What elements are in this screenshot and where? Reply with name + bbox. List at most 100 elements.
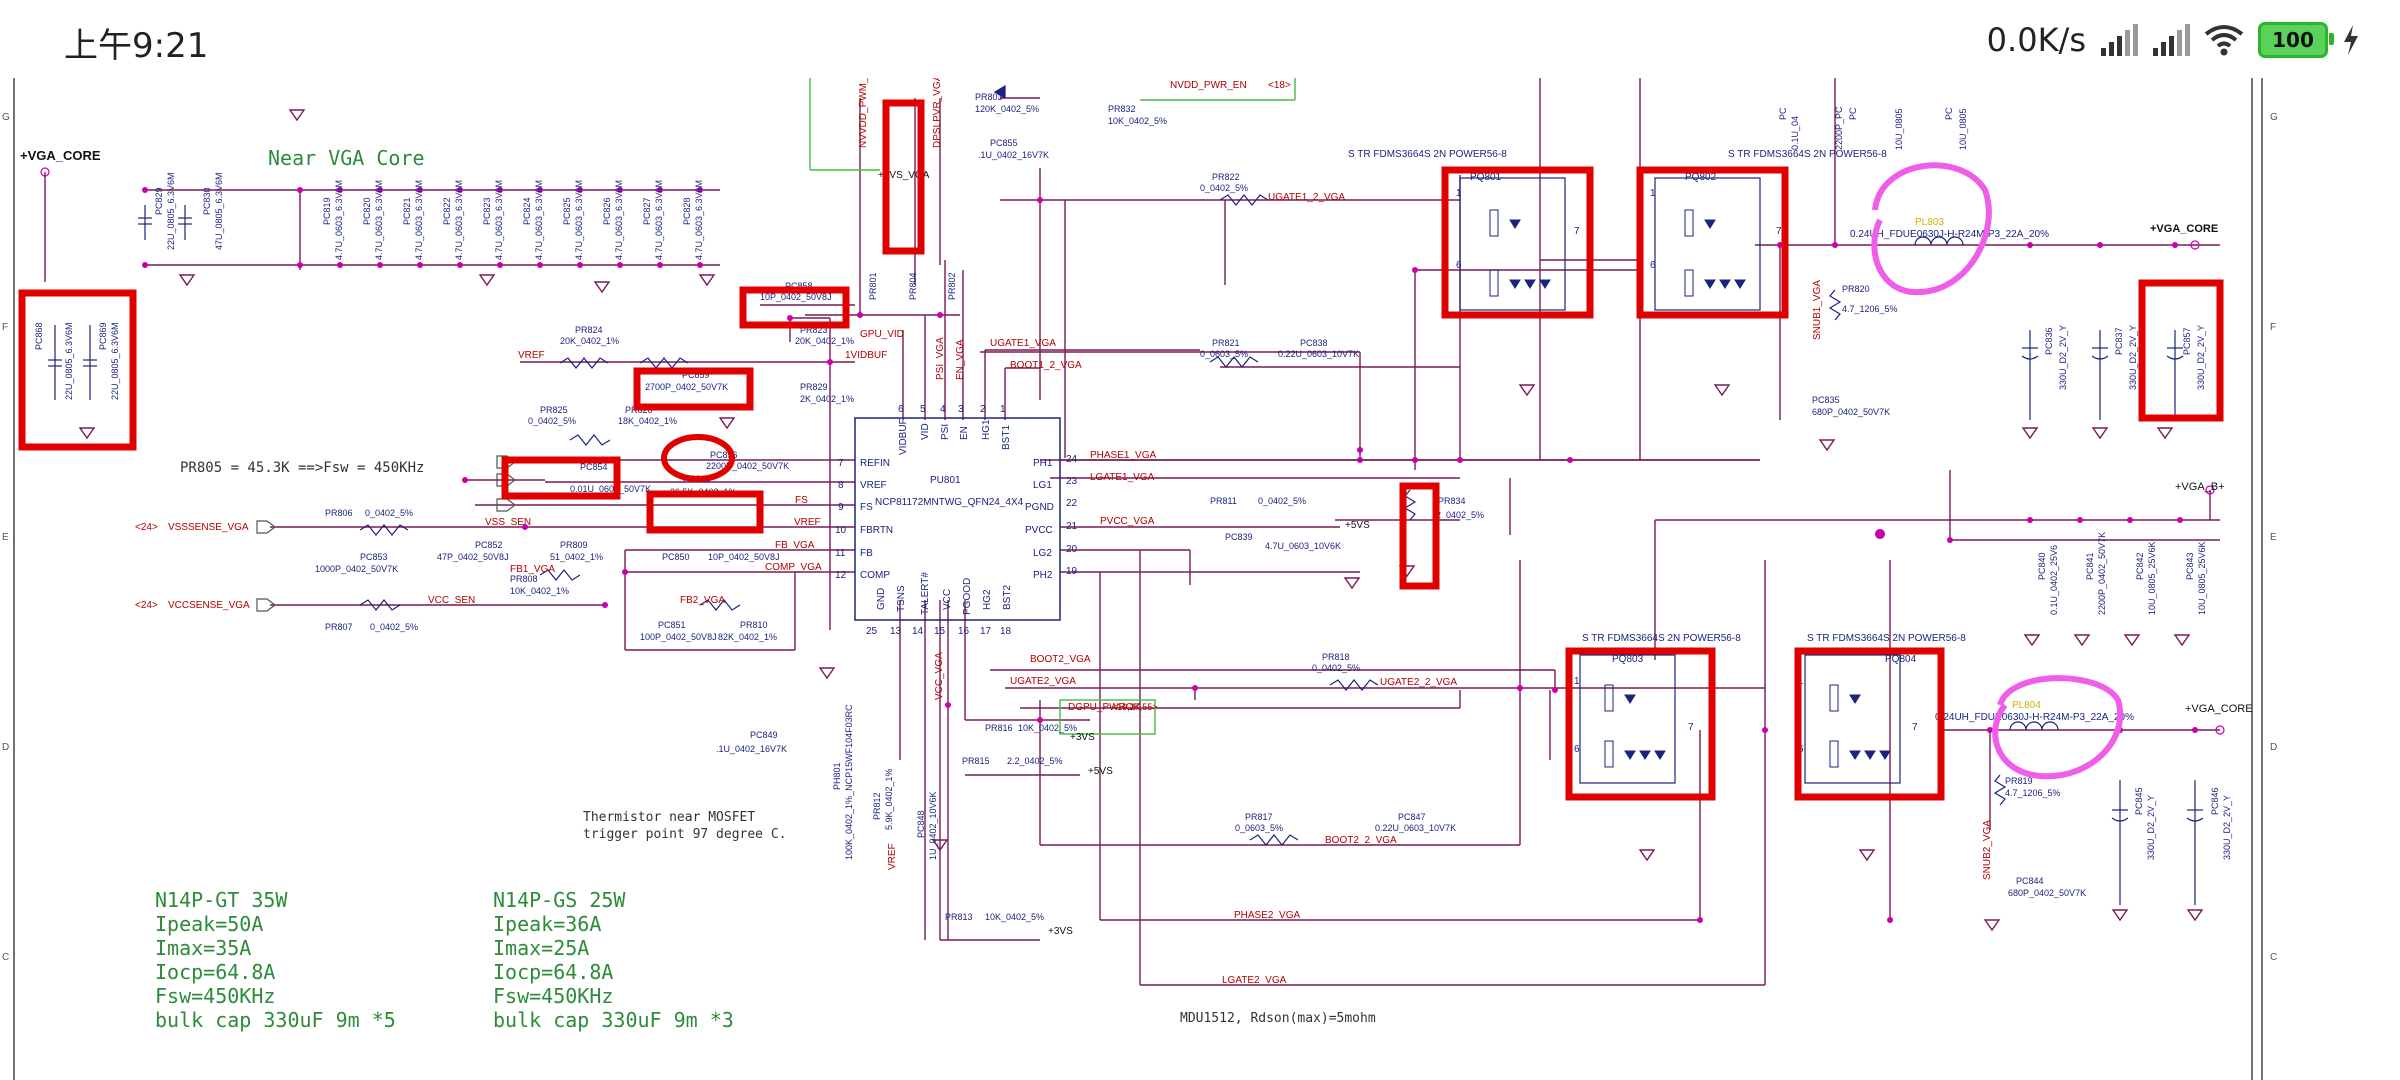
spec-left-line: Ipeak=50A (155, 912, 263, 936)
part-ref: PC849 (750, 730, 778, 740)
pin-num: 21 (1066, 521, 1078, 532)
signal-icon (2101, 24, 2138, 56)
part-ref: PC826 (602, 197, 612, 225)
signal-label: BOOT2_VGA (1030, 654, 1091, 665)
signal-label: VSSSENSE_VGA (168, 522, 249, 533)
rail-label: +5VS (1345, 520, 1370, 531)
part-value: 2K_0402_1% (800, 394, 854, 404)
signal-icon (2153, 24, 2190, 56)
part-value: 4.7U_0603_6.3V6M (374, 180, 384, 260)
part-ref: PR806 (325, 508, 353, 518)
part-ref: PC842 (2135, 552, 2145, 580)
part-value: 4.7U_0603_10V6K (1265, 541, 1341, 551)
spec-left-line: bulk cap 330uF 9m *5 (155, 1008, 396, 1032)
part-value: 1000P_0402_50V7K (315, 564, 398, 574)
highlight-box (882, 99, 925, 255)
pin-label: PH1 (1033, 458, 1053, 469)
part-ref: PR812 (872, 792, 882, 820)
part-ref: PC855 (990, 138, 1018, 148)
pin-num: 11 (835, 548, 846, 559)
pin-label: FBRTN (860, 525, 893, 536)
part-value: 0.1U_0402_25V6 (2049, 545, 2059, 615)
part-ref: PR811 (1210, 496, 1237, 506)
part-ref: PC828 (682, 197, 692, 225)
part-ref: PC822 (442, 197, 452, 225)
part-value: 2200P_0402_50V7K (706, 461, 789, 471)
part-ref: PC821 (402, 197, 412, 225)
pin-label: BST2 (1002, 585, 1013, 610)
part-ref: PR824 (575, 325, 603, 335)
signal-label: VREF (887, 843, 898, 870)
component-symbols (48, 84, 2204, 905)
signal-labels: UGATE1_2_VGA UGATE1_VGA BOOT1_2_VGA PHAS… (135, 78, 1993, 986)
svg-text:C: C (2270, 952, 2277, 963)
part-value: 330U_D2_2V_Y (2196, 325, 2206, 390)
wifi-icon (2204, 25, 2244, 56)
part-value: 4.7U_0603_6.3V6M (414, 180, 424, 260)
signal-label: LGATE2_VGA (1222, 975, 1287, 986)
pin-label: LG2 (1033, 548, 1052, 559)
part-ref: PR817 (1245, 812, 1273, 822)
mosfet-ref: PQ803 (1612, 654, 1644, 665)
part-value: 0.22U_0603_10V7K (1278, 349, 1359, 359)
part-value: 330U_D2_2V_Y (2222, 795, 2232, 860)
controller-ref: PU801 (930, 475, 961, 486)
part-ref: PC824 (522, 197, 532, 225)
signal-label: UGATE2_2_VGA (1380, 677, 1457, 688)
highlight-box (1636, 166, 1789, 319)
part-ref: PC820 (362, 197, 372, 225)
spec-right-line: Fsw=450KHz (493, 984, 613, 1008)
pin-label: PGOOD (962, 578, 973, 615)
highlight-circle (1992, 675, 2123, 780)
part-ref: PR808 (510, 574, 538, 584)
highlight-box (1441, 166, 1594, 319)
pin-label: PSI (940, 424, 951, 440)
svg-text:G: G (2, 112, 10, 123)
part-ref: PR823 (800, 325, 828, 335)
pwr-en-ref: <18> (1268, 80, 1291, 91)
signal-label: SNUB1_VGA (1812, 280, 1823, 340)
part-ref: PC845 (2134, 787, 2144, 815)
part-value: 47P_0402_50V8J (437, 552, 509, 562)
pin-num: 12 (835, 570, 847, 581)
part-value: 4.7_1206_5% (1842, 304, 1898, 314)
part-ref: PR815 (962, 756, 990, 766)
part-labels: PC829 22U_0805_6.3V6M PC830 47U_0805_6.3… (34, 92, 2232, 922)
mosfet-desc: S TR FDMS3664S 2N POWER56-8 (1807, 633, 1966, 644)
part-value: 0_0603_5% (1200, 349, 1248, 359)
part-ref: PR802 (947, 272, 957, 300)
part-ref: PR834 (1438, 496, 1466, 506)
signal-label: VSS_SEN (485, 517, 531, 528)
signal-label: COMP_VGA (765, 562, 822, 573)
part-ref: PC869 (98, 322, 108, 350)
part-value: 0_0402_5% (370, 622, 418, 632)
part-ref: PR820 (1842, 284, 1870, 294)
mosfet-ref: PQ802 (1685, 172, 1717, 183)
part-ref: PC (1848, 107, 1858, 120)
pin-label: BST1 (1001, 425, 1012, 450)
signal-label: <19,27,55> (1112, 702, 1158, 712)
mosfet-internals (1489, 209, 1891, 768)
pin-label: COMP (860, 570, 890, 581)
mosfet-ref: PQ804 (1885, 654, 1917, 665)
part-ref: PC850 (662, 552, 690, 562)
net-vga-core-left: +VGA_CORE (20, 148, 101, 163)
signal-label: PHASE2_VGA (1234, 910, 1300, 921)
part-ref: PR804 (908, 272, 918, 300)
pin-num: 7 (838, 458, 844, 469)
pin-label: TSNS (896, 585, 907, 612)
spec-left-line: Imax=35A (155, 936, 251, 960)
part-ref: PR813 (945, 912, 973, 922)
part-value: 2.2_0402_5% (1007, 756, 1063, 766)
svg-text:1: 1 (1574, 676, 1580, 687)
part-ref: PC (1778, 107, 1788, 120)
part-ref: PR816 (985, 723, 1013, 733)
part-value: 18K_0402_1% (618, 416, 677, 426)
svg-text:E: E (2270, 532, 2277, 543)
part-ref: PC856 (710, 450, 738, 460)
signal-label: DPSLPVR_VGA (932, 78, 943, 148)
part-value: 0_0402_5% (1200, 183, 1248, 193)
inductor-ref: PL803 (1915, 217, 1944, 228)
part-value: 330U_D2_2V_Y (2146, 795, 2156, 860)
part-ref: PC827 (642, 197, 652, 225)
